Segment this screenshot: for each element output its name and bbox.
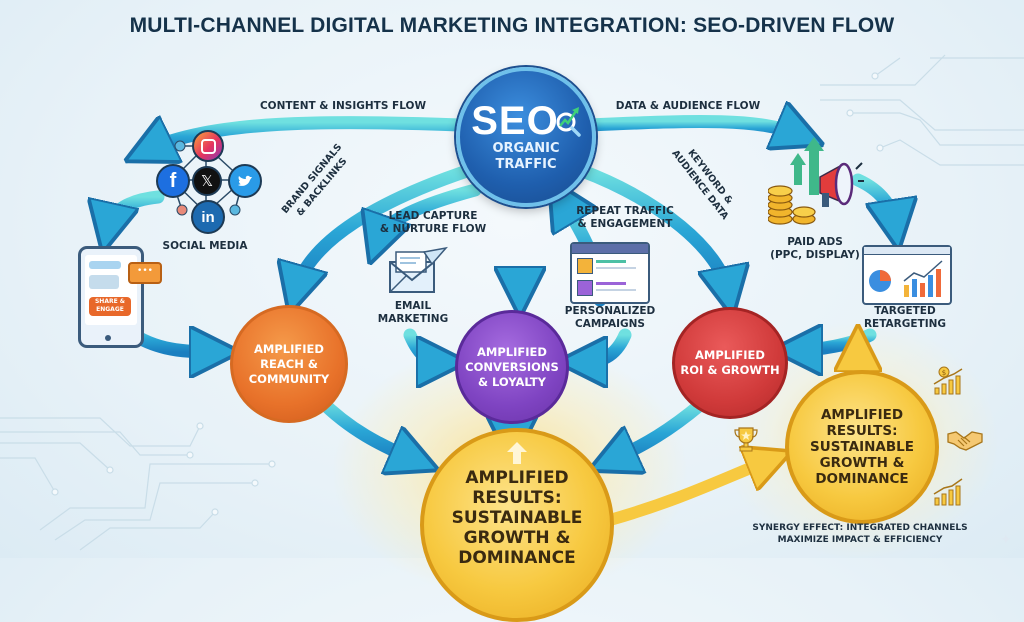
seo-hub: SEO ORGANIC TRAFFIC [456,67,596,207]
roi-line1: AMPLIFIED [695,348,765,362]
flow-label-content-insights: CONTENT & INSIGHTS FLOW [259,100,427,112]
email-marketing-label: EMAIL MARKETING [368,300,458,326]
flow-label-lead-capture: LEAD CAPTURE & NURTURE FLOW [378,210,488,236]
envelope-paper-plane-icon [388,246,448,293]
email-line1: EMAIL [394,300,432,312]
facebook-icon: f [156,164,190,198]
synergy-line1: SYNERGY EFFECT: INTEGRATED CHANNELS [752,523,968,533]
lead-capture-line2: & NURTURE FLOW [379,223,487,235]
conv-line3: & LOYALTY [477,374,547,389]
trophy-icon [734,427,758,452]
seo-subtitle-line2: TRAFFIC [495,157,557,172]
share-engage-button: SHARE & ENGAGE [89,297,131,316]
sparkle-icon: ✦ [1000,532,1012,548]
seo-heading: SEO [471,99,559,143]
results-secondary-line2: RESULTS: [826,423,898,439]
outcome-conversions-loyalty: AMPLIFIED CONVERSIONS & LOYALTY [455,310,569,424]
browser-window-icon [570,242,650,304]
retargeting-line2: RETARGETING [863,318,947,330]
reach-line3: COMMUNITY [248,371,330,386]
synergy-caption: SYNERGY EFFECT: INTEGRATED CHANNELS MAXI… [740,522,980,546]
tablet-screen: SHARE & ENGAGE [85,255,137,325]
conv-line1: AMPLIFIED [477,344,547,359]
dashboard-titlebar [864,247,950,255]
conv-line2: CONVERSIONS [465,359,559,374]
results-main: AMPLIFIED RESULTS: SUSTAINABLE GROWTH & … [420,428,614,622]
seo-subtitle-line1: ORGANIC [492,141,560,156]
twitter-icon [228,164,262,198]
retargeting-line1: TARGETED [874,305,936,317]
personalized-line2: CAMPAIGNS [574,318,645,330]
circuit-background [0,54,1024,551]
email-line2: MARKETING [377,313,449,325]
instagram-icon [192,130,224,162]
flow-label-repeat-traffic: REPEAT TRAFFIC & ENGAGEMENT [570,205,680,231]
results-secondary-line4: GROWTH & [819,455,905,471]
dollar-growth-chart-icon: $ [933,366,963,395]
results-secondary-line1: AMPLIFIED [820,407,904,423]
results-main-line4: GROWTH & [463,528,571,548]
lead-capture-line1: LEAD CAPTURE [388,210,478,222]
results-main-line2: RESULTS: [472,488,562,508]
magnifier-growth-arrow-icon [556,107,581,137]
roi-line2: ROI & GROWTH [680,363,780,377]
page-title: MULTI-CHANNEL DIGITAL MARKETING INTEGRAT… [129,14,895,37]
results-main-line1: AMPLIFIED [465,468,569,488]
seo-heading-row: SEO [471,99,581,143]
up-arrow-icon [507,442,527,464]
personalized-campaigns-label: PERSONALIZED CAMPAIGNS [560,305,660,331]
reach-line1: AMPLIFIED [254,341,324,356]
flow-label-data-audience: DATA & AUDIENCE FLOW [615,100,761,112]
tablet-chat-icon: SHARE & ENGAGE [78,246,144,348]
results-main-line5: DOMINANCE [458,548,576,568]
outcome-reach-community: AMPLIFIED REACH & COMMUNITY [230,305,348,423]
x-icon: 𝕏 [192,166,222,196]
repeat-traffic-line1: REPEAT TRAFFIC [576,205,674,217]
coins-megaphone-icon [767,135,864,225]
personalized-line1: PERSONALIZED [564,305,656,317]
results-main-line3: SUSTAINABLE [451,508,583,528]
dashboard-charts-icon [862,245,952,305]
share-line2: ENGAGE [96,306,124,313]
growth-chart-icon [933,478,963,506]
outcome-roi-growth: AMPLIFIED ROI & GROWTH [672,307,788,419]
linkedin-icon: in [191,200,225,234]
browser-titlebar [572,244,648,254]
svg-text:$: $ [942,369,946,377]
results-secondary: AMPLIFIED RESULTS: SUSTAINABLE GROWTH & … [785,370,939,524]
chat-bubble-icon: ••• [128,262,162,284]
flow-arrows [0,0,1024,526]
handshake-icon [947,431,983,451]
synergy-line2: MAXIMIZE IMPACT & EFFICIENCY [777,535,943,545]
social-media-cluster: f 𝕏 in [150,128,262,238]
repeat-traffic-line2: & ENGAGEMENT [577,218,673,230]
results-secondary-line3: SUSTAINABLE [810,439,914,455]
reach-line2: REACH & [260,356,318,371]
paid-ads-line1: PAID ADS [787,236,843,248]
retargeting-label: TARGETED RETARGETING [850,305,960,331]
social-media-label: SOCIAL MEDIA [162,240,248,252]
share-line1: SHARE & [94,298,126,305]
results-secondary-line5: DOMINANCE [815,471,909,487]
paid-ads-line2: (PPC, DISPLAY) [770,249,860,261]
paid-ads-label: PAID ADS (PPC, DISPLAY) [760,236,870,262]
